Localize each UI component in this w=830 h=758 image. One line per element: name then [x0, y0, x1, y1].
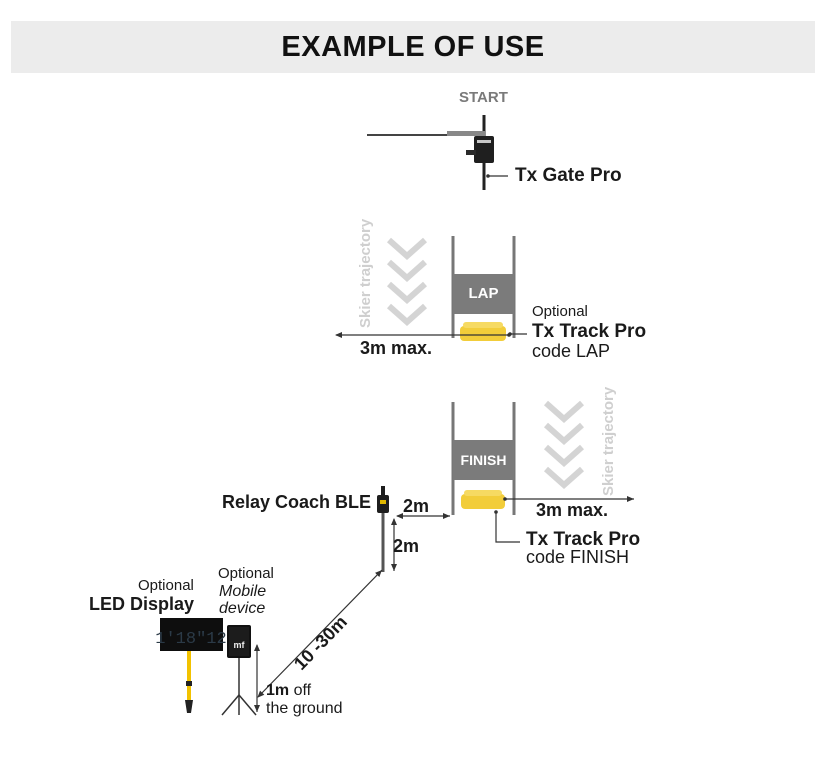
ground-label-line2: the ground: [266, 700, 343, 717]
led-screen: [160, 618, 223, 651]
tx-gate-pro: [367, 115, 508, 190]
lap-device-name: Tx Track Pro: [532, 321, 647, 342]
relay-diagonal-dim: [257, 569, 383, 698]
relay-label: Relay Coach BLE: [222, 492, 372, 512]
mobile-label-line2: device: [219, 600, 266, 617]
start-bracket: [447, 131, 485, 136]
page-title: EXAMPLE OF USE: [281, 31, 545, 63]
lap-chevrons: [387, 237, 427, 327]
led-screen-text: 1'18"12: [155, 630, 226, 649]
finish-leader: [495, 512, 520, 543]
lap-device-code: code LAP: [532, 341, 611, 361]
lap-gate: [335, 236, 527, 341]
finish-trajectory-label: Skier trajectory: [600, 386, 617, 496]
finish-device-name: Tx Track Pro: [526, 529, 641, 550]
tx-gate-label: Tx Gate Pro: [515, 165, 622, 186]
mobile-label-line1: Mobile: [219, 583, 267, 600]
ground-text1: off: [293, 682, 312, 699]
ground-label-line1: 1m off: [266, 682, 311, 700]
header-band: EXAMPLE OF USE: [11, 21, 815, 73]
finish-gate: [451, 402, 634, 543]
led-label: LED Display: [89, 594, 195, 614]
finish-tx-track-device: [461, 494, 505, 509]
lap-trajectory-label: Skier trajectory: [357, 218, 374, 328]
mobile-device: mf: [221, 625, 260, 716]
relay-horizontal-distance: 2m: [403, 496, 430, 516]
finish-device-code: code FINISH: [526, 547, 630, 567]
lap-gate-banner: [453, 274, 514, 314]
finish-chevrons: [544, 400, 584, 490]
finish-gate-label: FINISH: [460, 452, 507, 468]
relay-coach-ble: [257, 486, 450, 698]
mobile-app-mark: mf: [234, 640, 246, 650]
relay-vertical-distance: 2m: [393, 536, 420, 556]
ground-value: 1m: [266, 682, 290, 699]
led-optional-label: Optional: [138, 577, 194, 594]
finish-distance-label: 3m max.: [536, 500, 609, 520]
start-label: START: [459, 89, 508, 106]
lap-gate-label: LAP: [468, 285, 499, 302]
finish-gate-banner: [453, 440, 514, 480]
led-display: 1'18"12: [155, 618, 227, 713]
lap-tx-track-device: [460, 326, 506, 341]
lap-optional-label: Optional: [532, 303, 588, 320]
mobile-optional-label: Optional: [218, 565, 274, 582]
lap-distance-label: 3m max.: [360, 338, 433, 358]
